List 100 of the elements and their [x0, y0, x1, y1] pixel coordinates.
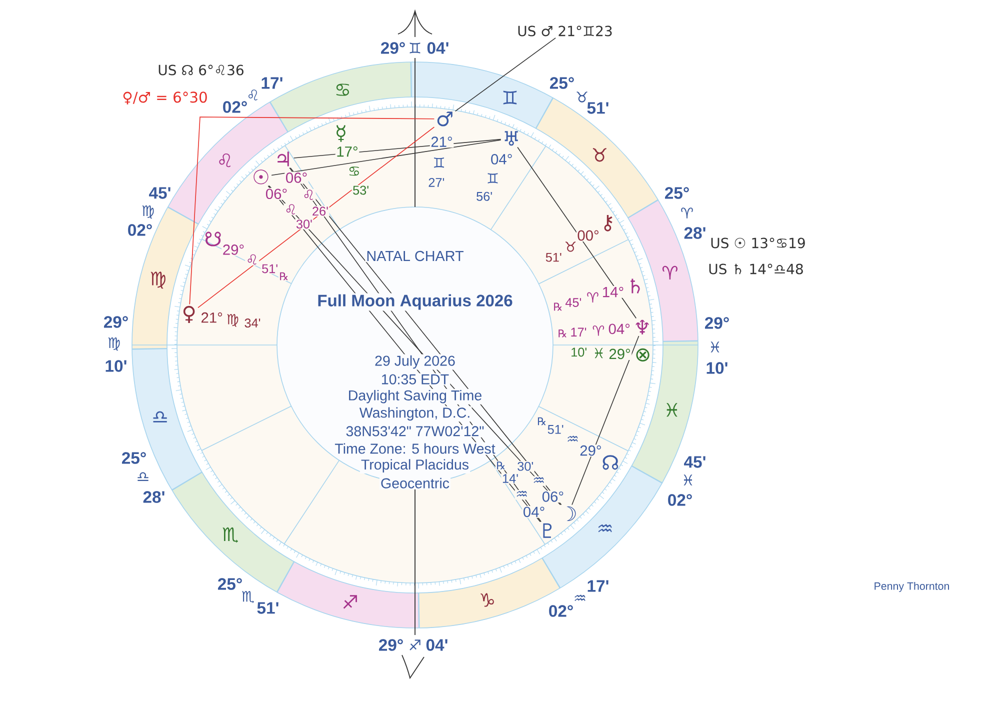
minute-label: 27' — [427, 177, 446, 188]
chart-detail: 29 July 2026 — [373, 354, 457, 370]
minute-label: 51' — [544, 252, 563, 263]
sign-glyph: ♓ — [592, 347, 606, 359]
degree-label: 04° — [522, 506, 546, 518]
degree-label: 06° — [264, 188, 288, 200]
retrograde-mark: ℞ — [278, 272, 290, 281]
planet-glyph: ♅ — [504, 131, 518, 146]
zodiac-sign-glyph: ♒ — [598, 524, 612, 532]
cusp-degree: 29° — [104, 316, 128, 328]
cusp-minute: 45' — [684, 456, 706, 468]
planet-glyph: ⚷ — [604, 215, 612, 232]
retrograde-mark: ℞ — [536, 416, 548, 426]
cusp-minute: 17' — [262, 77, 282, 89]
cusp-minute: 04' — [427, 42, 448, 54]
cusp-sign-glyph: ♊ — [410, 42, 420, 54]
cusp-sign-glyph: ♓ — [710, 342, 720, 352]
cusp-degree: 29° — [379, 639, 403, 651]
planet-glyph: ♆ — [636, 320, 649, 334]
author-name: Penny Thornton — [874, 582, 949, 592]
cusp-degree: 29° — [381, 42, 405, 54]
cusp-degree: 25° — [665, 187, 689, 199]
cusp-degree: 02° — [223, 101, 247, 113]
minute-label: 26' — [311, 206, 330, 216]
zodiac-sign-glyph: ♑ — [480, 593, 494, 607]
cusp-degree: 02° — [668, 494, 692, 506]
sign-glyph: ♒ — [566, 434, 580, 445]
minute-label: 56' — [475, 191, 494, 202]
minute-label: 51' — [260, 264, 279, 274]
cusp-sign-glyph: ♐ — [410, 640, 420, 650]
degree-label: 06° — [284, 172, 308, 184]
zodiac-sign-glyph: ♐ — [343, 595, 357, 609]
lunar-node-glyph: ☋ — [205, 232, 221, 246]
degree-label: 06° — [541, 490, 565, 503]
planet-glyph: ♀ — [183, 306, 195, 324]
leader-line — [454, 38, 556, 112]
zodiac-sign-glyph: ♓ — [666, 403, 678, 417]
aspect-line — [517, 146, 637, 319]
chart-heading: NATAL CHART — [365, 250, 465, 262]
zodiac-sign-glyph: ♊ — [503, 90, 517, 104]
sign-glyph: ♌ — [302, 188, 316, 201]
sign-glyph: ♋ — [347, 166, 362, 177]
handwritten-note: US ☊ 6°♌36 — [158, 64, 244, 76]
cusp-minute: 28' — [684, 227, 706, 239]
zodiac-sign-glyph: ♌ — [219, 154, 231, 168]
minute-label: 14' — [501, 473, 520, 484]
zodiac-sign-glyph: ♎ — [153, 411, 167, 422]
retrograde-mark: ℞ — [552, 302, 564, 312]
cusp-sign-glyph: ♍ — [142, 205, 154, 219]
cusp-sign-glyph: ♍ — [108, 337, 120, 351]
chart-detail: Daylight Saving Time — [346, 388, 484, 404]
chart-detail: Geocentric — [379, 476, 451, 490]
sign-glyph: ♌ — [284, 203, 298, 216]
cusp-degree: 29° — [705, 317, 729, 329]
lunar-node-glyph: ☊ — [602, 455, 618, 470]
zodiac-sign-glyph: ♈ — [662, 266, 678, 280]
zodiac-sign-glyph: ♋ — [336, 84, 349, 96]
cusp-minute: 51' — [257, 602, 278, 614]
cusp-degree: 02° — [549, 605, 573, 617]
sign-glyph: ♍ — [226, 313, 240, 328]
degree-label: 29° — [578, 444, 603, 457]
minute-label: 30' — [516, 461, 534, 472]
sign-glyph: ♊ — [432, 156, 446, 168]
degree-label: 29° — [222, 244, 246, 256]
cusp-degree: 25° — [122, 452, 146, 464]
degree-label: 04° — [490, 153, 514, 166]
planet-glyph: ☽ — [566, 506, 576, 521]
chart-title: Full Moon Aquarius 2026 — [316, 293, 514, 311]
aspect-line — [293, 138, 502, 158]
sign-glyph: ♈ — [586, 291, 600, 304]
planet-glyph: ♃ — [278, 152, 289, 166]
sign-glyph: ♌ — [245, 254, 260, 266]
planet-glyph: ☉ — [254, 170, 268, 184]
chart-detail: 38N53'42" 77W02'12" — [344, 425, 486, 438]
cusp-degree: 25° — [550, 77, 574, 89]
fortune-glyph: ⊗ — [636, 348, 650, 362]
minute-label: 30' — [295, 218, 314, 230]
cusp-minute: 28' — [143, 491, 164, 503]
planet-glyph: ♇ — [543, 523, 552, 538]
cusp-sign-glyph: ♎ — [138, 472, 148, 482]
sign-glyph: ♊ — [486, 172, 500, 184]
planet-glyph: ♂ — [437, 112, 452, 126]
cusp-minute: 17' — [588, 580, 608, 592]
cusp-sign-glyph: ♌ — [248, 90, 258, 100]
cusp-sign-glyph: ♉ — [576, 92, 588, 102]
chart-detail: 10:35 EDT — [380, 373, 450, 386]
cusp-sign-glyph: ♒ — [574, 594, 586, 602]
cusp-degree: 25° — [218, 578, 242, 590]
planet-glyph: ♄ — [630, 278, 640, 294]
cusp-minute: 04' — [426, 639, 448, 651]
cusp-sign-glyph: ♓ — [684, 474, 692, 486]
aspect-line — [271, 140, 502, 176]
chart-detail: Tropical Placidus — [360, 458, 470, 474]
zodiac-sign-glyph: ♍ — [150, 272, 166, 289]
degree-label: 17° — [335, 146, 360, 158]
cusp-minute: 10' — [106, 360, 126, 372]
cusp-sign-glyph: ♏ — [242, 590, 254, 604]
handwritten-note: ♀/♂ = 6°30 — [123, 92, 207, 104]
handwritten-note: US ♄ 14°♎48 — [709, 264, 803, 274]
degree-label: 21° — [200, 312, 224, 324]
